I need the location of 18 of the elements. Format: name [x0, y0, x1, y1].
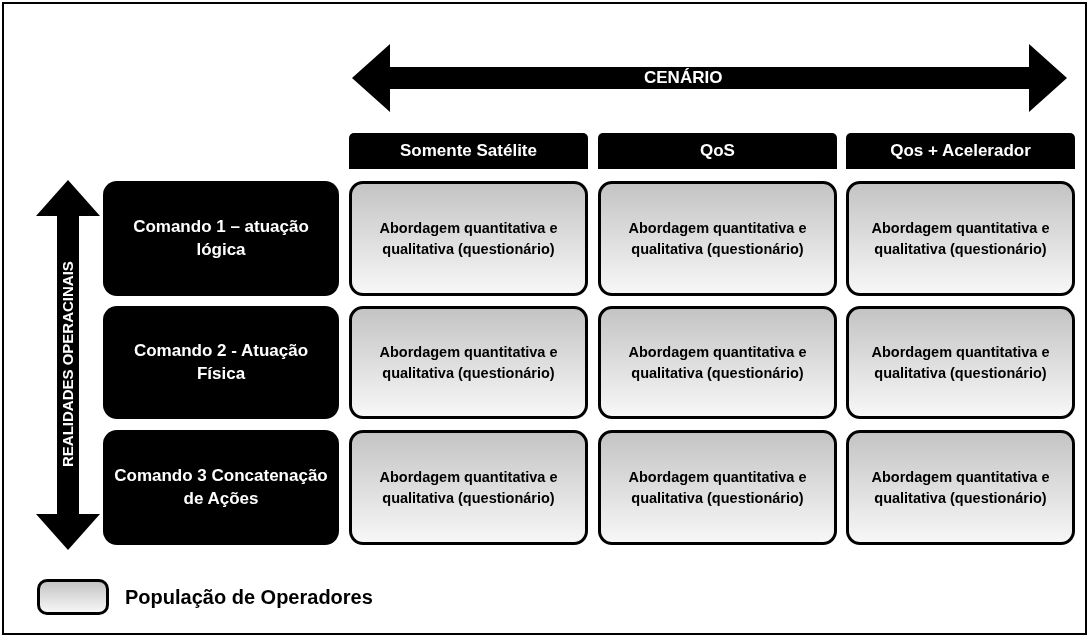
- row-header: Comando 2 - Atuação Física: [103, 306, 339, 419]
- axis-label: CENÁRIO: [644, 68, 723, 88]
- matrix-cell: Abordagem quantitativa e qualitativa (questionário): [598, 306, 837, 419]
- matrix-cell: Abordagem quantitativa e qualitativa (questionário): [349, 430, 588, 545]
- row-header: Comando 3 Concatenação de Ações: [103, 430, 339, 545]
- matrix-cell: Abordagem quantitativa e qualitativa (questionário): [846, 430, 1075, 545]
- column-header: QoS: [598, 133, 837, 169]
- axis-label: REALIDADES OPERACINAIS: [59, 260, 77, 469]
- matrix-cell: Abordagem quantitativa e qualitativa (questionário): [598, 430, 837, 545]
- matrix-cell: Abordagem quantitativa e qualitativa (questionário): [349, 181, 588, 296]
- matrix-cell: Abordagem quantitativa e qualitativa (questionário): [846, 181, 1075, 296]
- matrix-cell: Abordagem quantitativa e qualitativa (questionário): [598, 181, 837, 296]
- legend-label: População de Operadores: [125, 586, 373, 609]
- column-header: Somente Satélite: [349, 133, 588, 169]
- matrix-cell: Abordagem quantitativa e qualitativa (questionário): [846, 306, 1075, 419]
- row-header: Comando 1 – atuação lógica: [103, 181, 339, 296]
- column-header: Qos + Acelerador: [846, 133, 1075, 169]
- matrix-cell: Abordagem quantitativa e qualitativa (questionário): [349, 306, 588, 419]
